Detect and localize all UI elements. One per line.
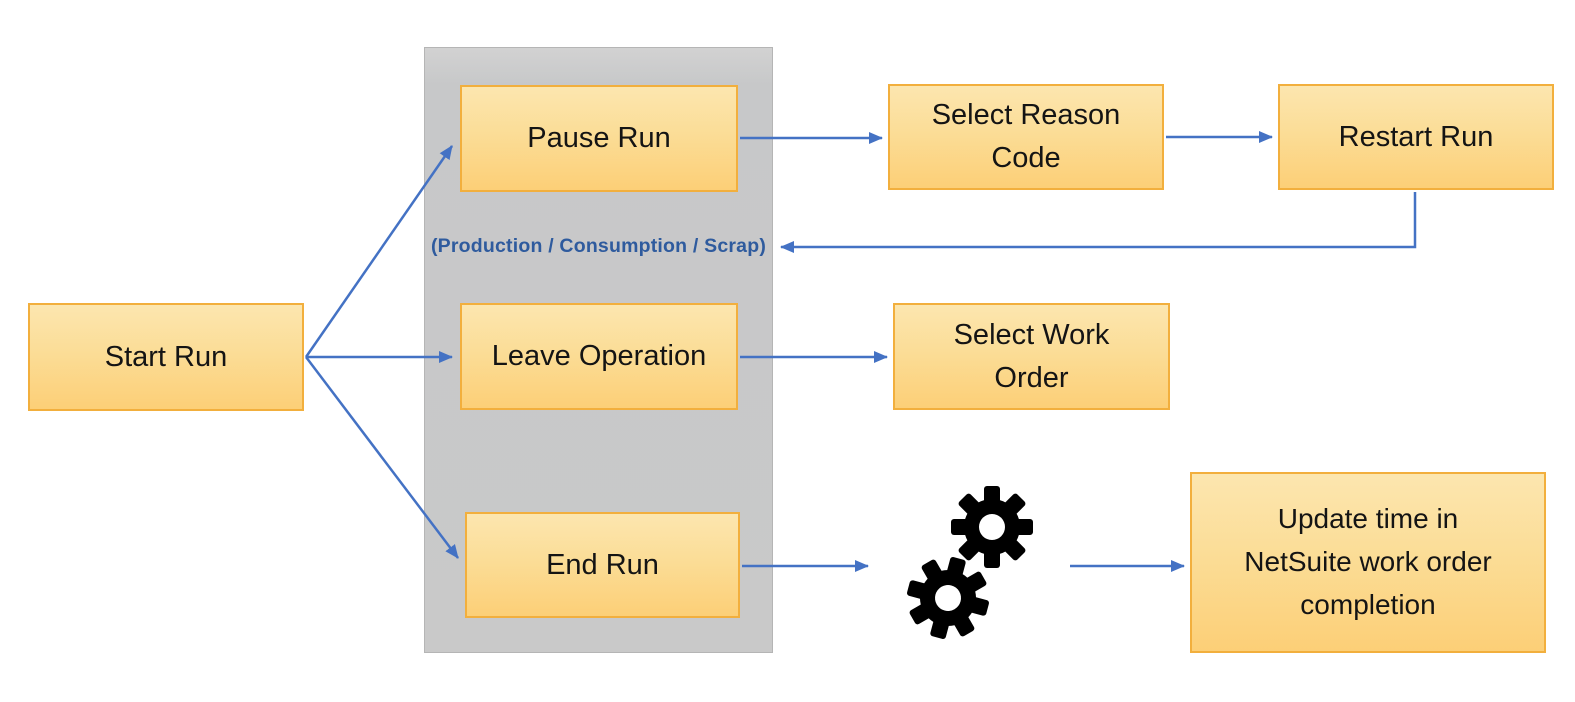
node-label: Select Reason [931, 99, 1121, 132]
node-label: Pause Run [527, 122, 671, 155]
node-update-time-netsuite: Update time in NetSuite work order compl… [1190, 472, 1546, 653]
node-select-reason-code: Select Reason Code [888, 84, 1164, 190]
node-pause-run: Pause Run [460, 85, 738, 192]
node-label: Start Run [104, 340, 228, 373]
node-label: Code [991, 142, 1061, 174]
node-restart-run: Restart Run [1278, 84, 1554, 190]
production-consumption-scrap-label: (Production / Consumption / Scrap) [430, 235, 767, 257]
node-select-work-order: Select Work Order [893, 303, 1170, 410]
arrow-restart-return [780, 192, 1417, 253]
node-label: completion [1300, 588, 1436, 620]
node-leave-operation: Leave Operation [460, 303, 738, 410]
node-start-run: Start Run [28, 303, 304, 411]
node-label: End Run [546, 548, 659, 581]
node-label: Restart Run [1338, 120, 1494, 153]
node-label: Update time in [1277, 503, 1459, 535]
node-label: Select Work [953, 318, 1110, 351]
node-label: NetSuite work order [1244, 546, 1492, 578]
node-label: Leave Operation [491, 340, 707, 373]
gears-icon [897, 486, 1033, 649]
node-end-run: End Run [465, 512, 740, 618]
node-label: Order [994, 361, 1069, 394]
